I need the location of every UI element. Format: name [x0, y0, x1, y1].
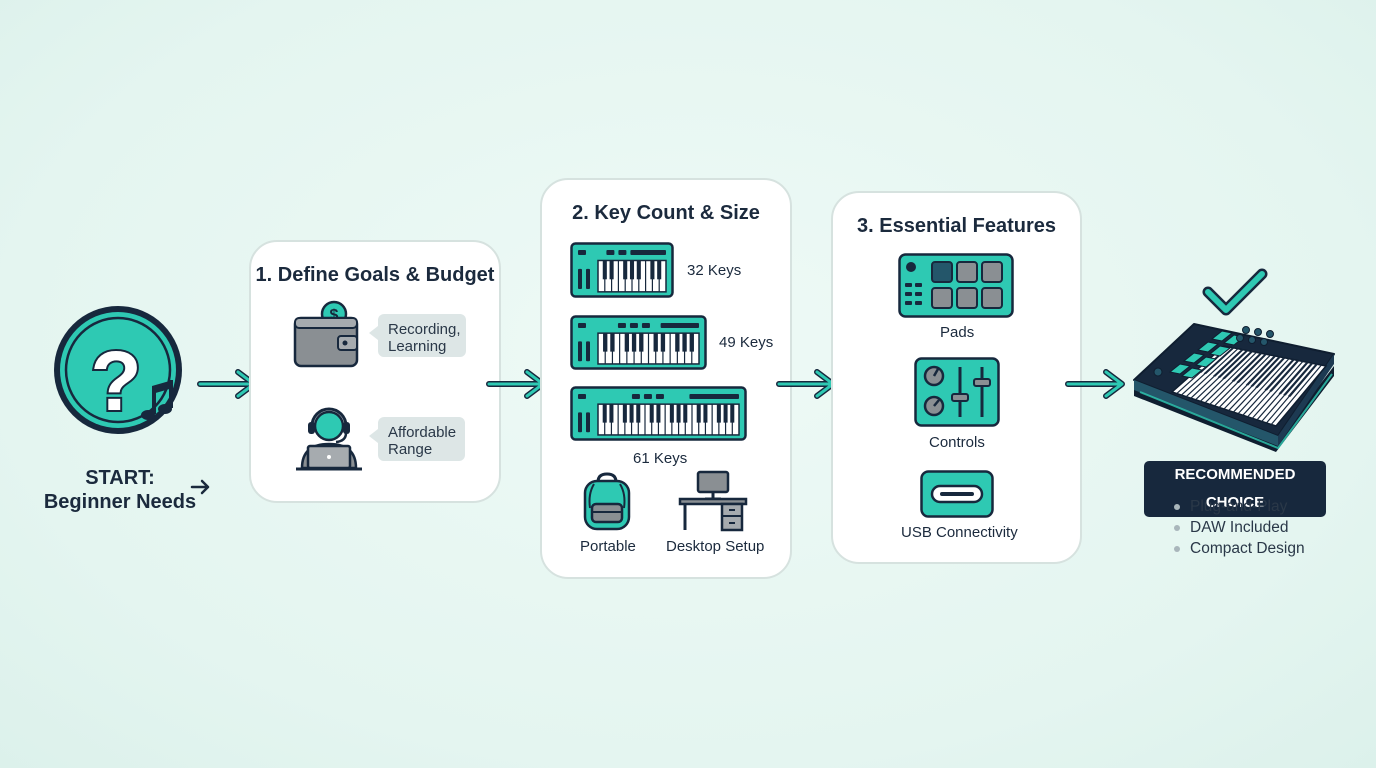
goal-bubble: Recording, Learning: [369, 314, 466, 357]
step2-card: 2. Key Count & Size: [540, 178, 792, 579]
keyboard-icon: [570, 315, 707, 370]
wallet-icon: $: [293, 300, 359, 368]
desktop-label: Desktop Setup: [666, 538, 765, 555]
step2-title: 2. Key Count & Size: [572, 202, 760, 224]
budget-line1: Affordable: [388, 424, 457, 441]
pads-icon: [898, 253, 1014, 318]
start-label: START: Beginner Needs: [40, 466, 200, 514]
keyboard-icon: [570, 386, 747, 441]
pads-label: Pads: [940, 324, 975, 341]
keys49-label: 49 Keys: [719, 334, 774, 351]
goal-line1: Recording,: [388, 321, 461, 338]
arrow-right-icon: [776, 369, 836, 399]
usb-label: USB Connectivity: [901, 524, 1018, 541]
feature-list: Plug-and-Play DAW Included Compact Desig…: [1174, 496, 1305, 559]
usb-icon: [920, 470, 994, 518]
start-line1: START:: [85, 467, 155, 489]
list-item: Compact Design: [1174, 538, 1305, 559]
list-item: DAW Included: [1174, 517, 1305, 538]
budget-line2: Range: [388, 441, 433, 458]
check-icon: [1202, 268, 1268, 316]
backpack-icon: [583, 472, 631, 531]
controls-icon: [914, 357, 1000, 427]
list-item: Plug-and-Play: [1174, 496, 1305, 517]
question-music-icon: ?: [54, 306, 182, 434]
step1-card: 1. Define Goals & Budget: [249, 240, 501, 503]
start-line2: Beginner Needs: [43, 491, 197, 513]
keys61-label: 61 Keys: [633, 450, 688, 467]
keys32-label: 32 Keys: [687, 262, 742, 279]
step3-title: 3. Essential Features: [857, 215, 1056, 237]
desk-icon: [678, 470, 748, 532]
arrow-right-icon: [190, 479, 210, 495]
goal-line2: Learning: [388, 338, 447, 355]
controls-label: Controls: [929, 434, 985, 451]
svg-text:$: $: [330, 307, 339, 324]
svg-text:?: ?: [90, 334, 141, 428]
midi-controller-icon: [1133, 323, 1335, 452]
step1-title: 1. Define Goals & Budget: [255, 264, 495, 286]
portable-label: Portable: [580, 538, 636, 555]
user-headset-icon: [296, 407, 362, 471]
arrow-right-icon: [1065, 369, 1125, 399]
keyboard-icon: [570, 242, 674, 298]
budget-bubble: Affordable Range: [369, 417, 465, 461]
